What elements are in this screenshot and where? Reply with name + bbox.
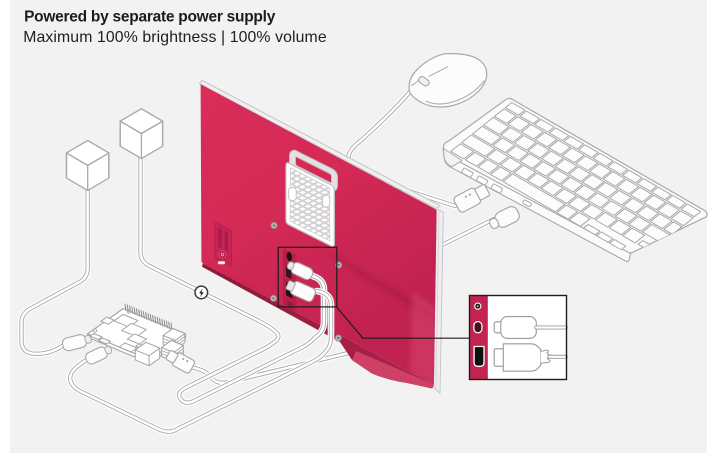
svg-text:Maximum 100% brightness | 100%: Maximum 100% brightness | 100% volume xyxy=(23,29,327,46)
svg-text:Powered by separate power supp: Powered by separate power supply xyxy=(24,9,276,26)
